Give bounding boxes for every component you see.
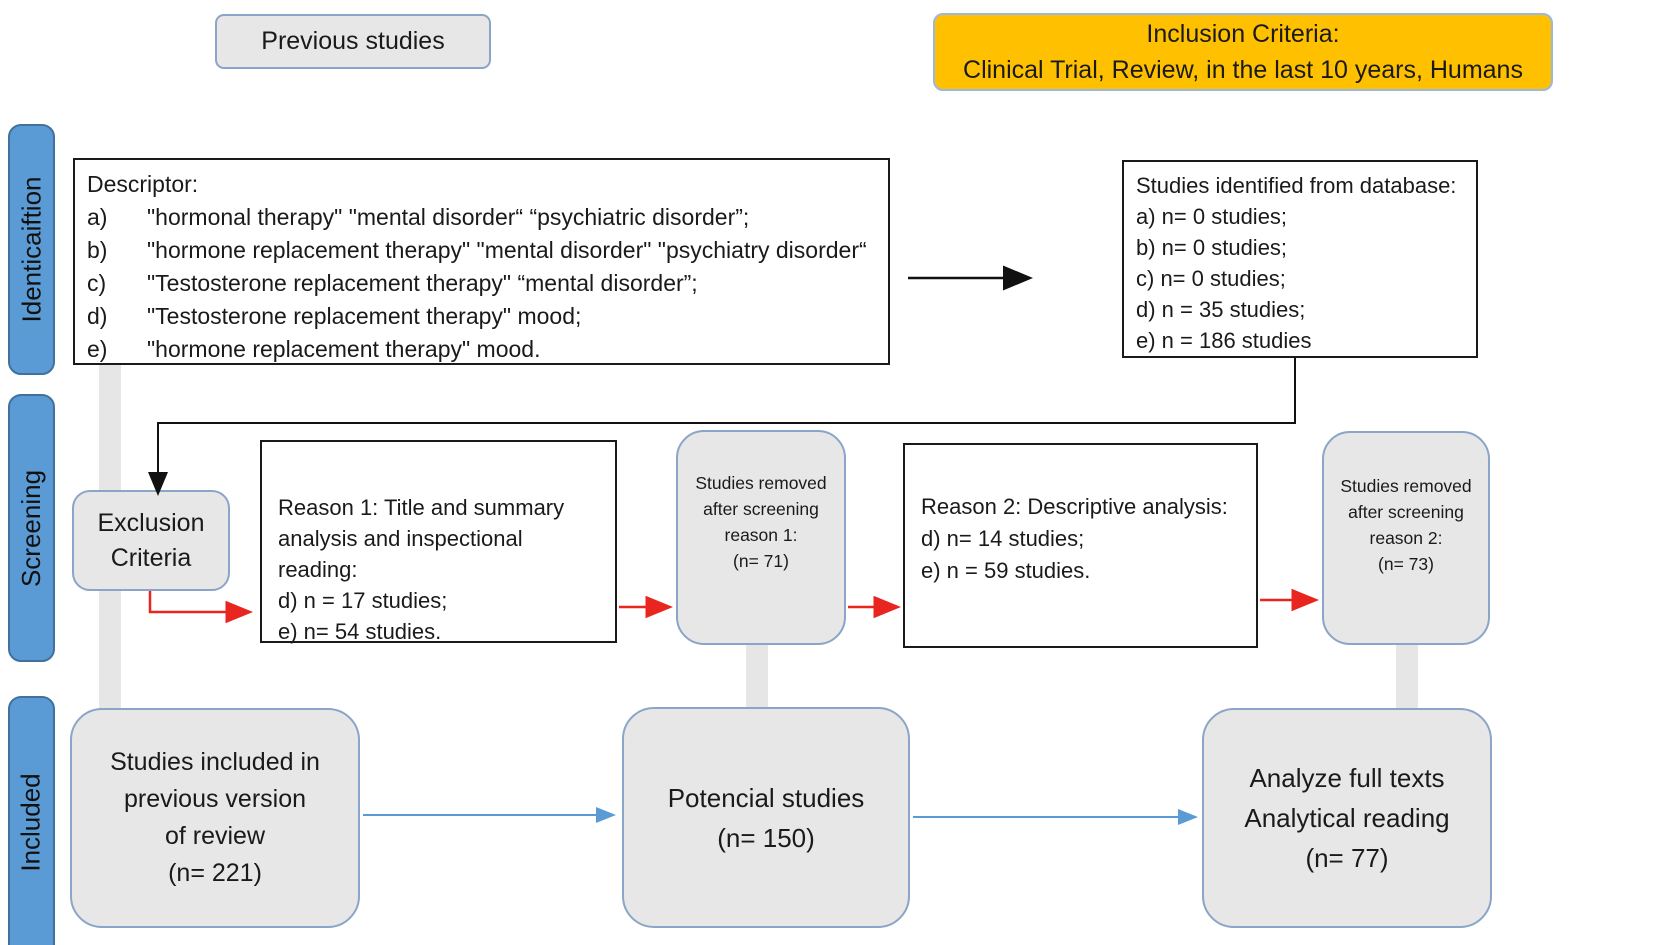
removed-reason2-line2: after screening [1348, 502, 1464, 522]
descriptor-item-a: a) "hormonal therapy" "mental disorder“ … [87, 201, 876, 234]
previous-studies-label: Previous studies [261, 27, 445, 55]
previous-review-line2: previous version [123, 785, 307, 813]
studies-identified-b: b) n= 0 studies; [1136, 235, 1288, 260]
studies-identified-title: Studies identified from database: [1136, 173, 1457, 198]
inclusion-criteria-box: Inclusion Criteria: Clinical Trial, Revi… [933, 13, 1553, 91]
studies-identified-box: Studies identified from database: a) n= … [1122, 160, 1478, 358]
analyze-line1: Analyze full texts [1249, 763, 1445, 793]
descriptor-box: Descriptor: a) "hormonal therapy" "menta… [73, 158, 890, 365]
reason2-box: Reason 2: Descriptive analysis: d) n= 14… [903, 443, 1258, 648]
removed-reason1-line1: Studies removed [695, 473, 827, 493]
reason1-box: Reason 1: Title and summary analysis and… [260, 440, 617, 644]
removed-reason1-line3: reason 1: [724, 525, 798, 545]
stage-bar-screening: Screening [8, 394, 55, 662]
reason1-line4: e) n= 54 studies. [278, 619, 442, 644]
stage-bar-screening-label: Screening [16, 469, 47, 587]
descriptor-item-a-text: "hormonal therapy" "mental disorder“ “ps… [147, 204, 750, 230]
removed-reason1-line2: after screening [703, 499, 819, 519]
reason2-line2: d) n= 14 studies; [921, 526, 1085, 551]
analyze-full-texts-box: Analyze full texts Analytical reading (n… [1202, 708, 1492, 928]
descriptor-title: Descriptor: [87, 171, 199, 197]
descriptor-item-a-key: a) [87, 204, 108, 230]
removed-reason1-count: (n= 71) [733, 551, 789, 571]
reason1-line3: d) n = 17 studies; [278, 588, 448, 613]
descriptor-item-e-text: "hormone replacement therapy" mood. [147, 336, 541, 362]
removed-reason2-count: (n= 73) [1378, 554, 1434, 574]
removed-reason2-line3: reason 2: [1369, 528, 1443, 548]
descriptor-item-c-text: "Testosterone replacement therapy" “ment… [147, 270, 698, 296]
analyze-count: (n= 77) [1305, 843, 1389, 873]
descriptor-item-e-key: e) [87, 336, 108, 362]
potential-studies-box: Potencial studies (n= 150) [622, 707, 910, 928]
removed-reason1-box: Studies removed after screening reason 1… [676, 430, 846, 645]
descriptor-item-b-text: "hormone replacement therapy" "mental di… [147, 237, 867, 263]
removed-reason2-line1: Studies removed [1340, 476, 1472, 496]
studies-identified-a: a) n= 0 studies; [1136, 204, 1288, 229]
stage-bar-identification: Identicaiftion [8, 124, 55, 375]
descriptor-item-b-key: b) [87, 237, 108, 263]
previous-review-line1: Studies included in [110, 748, 320, 776]
potential-studies-line1: Potencial studies [667, 782, 865, 813]
previous-studies-box: Previous studies [215, 14, 491, 69]
potential-studies-count: (n= 150) [717, 822, 815, 853]
descriptor-item-e: e) "hormone replacement therapy" mood. [87, 333, 876, 366]
previous-review-line3: of review [164, 822, 266, 850]
stage-bar-identification-label: Identicaiftion [16, 176, 47, 323]
reason2-line1: Reason 2: Descriptive analysis: [921, 494, 1228, 519]
studies-identified-d: d) n = 35 studies; [1136, 297, 1306, 322]
descriptor-item-c-key: c) [87, 270, 107, 296]
exclusion-criteria-box: Exclusion Criteria [72, 490, 230, 591]
stage-bar-included: Included [8, 696, 55, 945]
previous-review-count: (n= 221) [168, 859, 262, 887]
connector-band-removed2-to-analyze [1396, 643, 1418, 709]
reason1-line1: Reason 1: Title and summary [278, 495, 565, 520]
reason2-line3: e) n = 59 studies. [921, 558, 1091, 583]
connector-band-removed1-to-potential [746, 643, 768, 709]
stage-bar-included-label: Included [16, 772, 46, 872]
analyze-line2: Analytical reading [1244, 803, 1450, 833]
exclusion-criteria-line1: Exclusion [97, 508, 205, 537]
removed-reason2-box: Studies removed after screening reason 2… [1322, 431, 1490, 645]
descriptor-item-d-text: "Testosterone replacement therapy" mood; [147, 303, 582, 329]
descriptor-item-d-key: d) [87, 303, 108, 329]
arrow-exclusion-to-reason1 [148, 591, 253, 624]
studies-identified-c: c) n= 0 studies; [1136, 266, 1286, 291]
studies-identified-e: e) n = 186 studies [1136, 328, 1312, 353]
descriptor-item-d: d) "Testosterone replacement therapy" mo… [87, 300, 876, 333]
reason1-line2: analysis and inspectional reading: [278, 526, 523, 582]
inclusion-criteria-detail: Clinical Trial, Review, in the last 10 y… [963, 56, 1523, 84]
previous-review-box: Studies included in previous version of … [70, 708, 360, 928]
exclusion-criteria-line2: Criteria [110, 543, 192, 572]
descriptor-item-c: c) "Testosterone replacement therapy" “m… [87, 267, 876, 300]
inclusion-criteria-title: Inclusion Criteria: [1146, 20, 1340, 48]
descriptor-item-b: b) "hormone replacement therapy" "mental… [87, 234, 876, 267]
